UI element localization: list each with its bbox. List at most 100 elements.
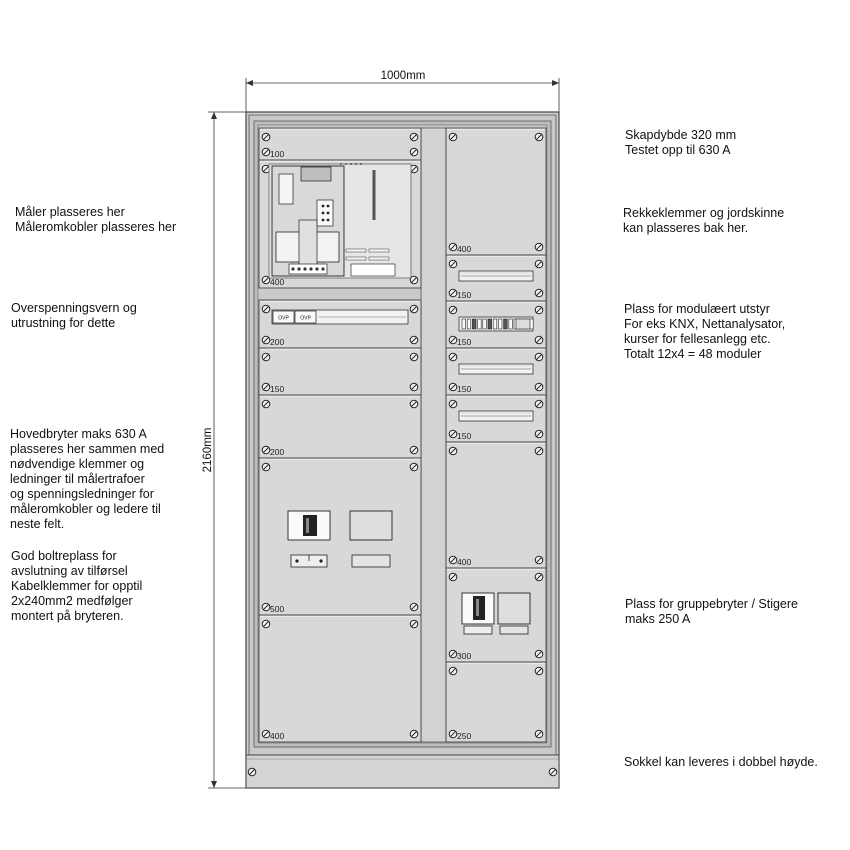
screw: [448, 555, 458, 565]
surge-protector-device: OVP: [272, 310, 295, 324]
screw: [534, 382, 544, 392]
screw: [261, 335, 271, 345]
note-modular: Plass for modulæert utstyr For eks KNX, …: [624, 302, 786, 361]
note-bolt: God boltreplass for avslutning av tilfør…: [11, 549, 143, 623]
screw: [448, 335, 458, 345]
screw: [409, 602, 419, 612]
panel-main-switch: 500: [258, 457, 422, 616]
panel-size-label: 300: [457, 651, 471, 661]
screw: [534, 429, 544, 439]
panel-blank: 250: [445, 661, 547, 743]
screw: [534, 305, 544, 315]
height-label: 2160mm: [202, 428, 214, 473]
screw: [409, 132, 419, 142]
panel-blank: 200: [258, 394, 422, 459]
screw: [534, 649, 544, 659]
panel-blank: 400: [445, 441, 547, 569]
panel-blank: 400: [445, 127, 547, 256]
surge-protector-device: OVP: [294, 310, 317, 324]
screw: [534, 666, 544, 676]
screw: [261, 602, 271, 612]
din-rail: [458, 270, 534, 282]
panel-terminal-rail: 150: [445, 300, 547, 349]
screw: [448, 446, 458, 456]
screw: [534, 729, 544, 739]
surge-device-label: OVP: [300, 316, 311, 322]
panel-size-label: 200: [270, 337, 284, 347]
panel-size-label: 500: [270, 604, 284, 614]
panel-size-label: 150: [457, 431, 471, 441]
meter-switch: [345, 170, 396, 277]
panel-meter: 400: [258, 159, 422, 289]
surge-protector-rail: OVP OVP: [271, 309, 409, 325]
note-main-switch: Hovedbryter maks 630 A plasseres her sam…: [10, 427, 165, 531]
screw: [534, 132, 544, 142]
panel-size-label: 100: [270, 149, 284, 159]
screw: [448, 305, 458, 315]
panel-size-label: 250: [457, 731, 471, 741]
note-plinth: Sokkel kan leveres i dobbel høyde.: [624, 755, 818, 769]
screw: [409, 147, 419, 157]
screw: [534, 446, 544, 456]
main-switch: [287, 510, 393, 568]
plinth: [245, 754, 560, 789]
note-surge: Overspenningsvern og utrustning for dett…: [11, 301, 137, 330]
screw: [448, 382, 458, 392]
screw: [261, 382, 271, 392]
panel-blank: 400: [258, 614, 422, 743]
terminal-block-rail: [458, 316, 534, 332]
electricity-meter: [271, 165, 345, 277]
note-group-switch: Plass for gruppebryter / Stigere maks 25…: [625, 597, 798, 626]
panel-size-label: 150: [457, 384, 471, 394]
screw: [261, 147, 271, 157]
panel-blank: 100: [258, 127, 422, 161]
screw: [448, 666, 458, 676]
meter-assembly: [268, 163, 412, 279]
panel-size-label: 150: [457, 337, 471, 347]
panel-size-label: 150: [270, 384, 284, 394]
screw: [448, 242, 458, 252]
screw: [261, 445, 271, 455]
screw: [409, 619, 419, 629]
height-dimension: 2160mm: [202, 111, 246, 789]
screw: [261, 619, 271, 629]
screw: [448, 649, 458, 659]
screw: [534, 572, 544, 582]
screw: [261, 399, 271, 409]
panel-size-label: 400: [457, 244, 471, 254]
screw: [261, 729, 271, 739]
screw: [448, 429, 458, 439]
screw: [409, 729, 419, 739]
screw: [448, 352, 458, 362]
screw: [534, 399, 544, 409]
screw: [534, 259, 544, 269]
width-label: 1000mm: [381, 70, 426, 82]
screw: [448, 259, 458, 269]
screw: [448, 572, 458, 582]
panel-blank: 150: [258, 347, 422, 396]
screw: [448, 288, 458, 298]
note-depth: Skapdybde 320 mm Testet opp til 630 A: [625, 128, 737, 157]
screw: [409, 304, 419, 314]
panel-size-label: 200: [270, 447, 284, 457]
screw: [409, 445, 419, 455]
panel-surge: 200 OVP OVP: [258, 299, 422, 349]
screw: [534, 288, 544, 298]
screw: [448, 399, 458, 409]
screw: [534, 352, 544, 362]
panel-size-label: 400: [270, 277, 284, 287]
panel-din-rail: 150: [445, 347, 547, 396]
screw: [409, 335, 419, 345]
screw: [409, 399, 419, 409]
screw: [448, 132, 458, 142]
panel-din-rail: 150: [445, 254, 547, 302]
screw: [261, 132, 271, 142]
note-meter: Måler plasseres her Måleromkobler plasse…: [15, 205, 177, 234]
screw: [534, 242, 544, 252]
screw: [448, 729, 458, 739]
screw: [534, 335, 544, 345]
panel-size-label: 150: [457, 290, 471, 300]
